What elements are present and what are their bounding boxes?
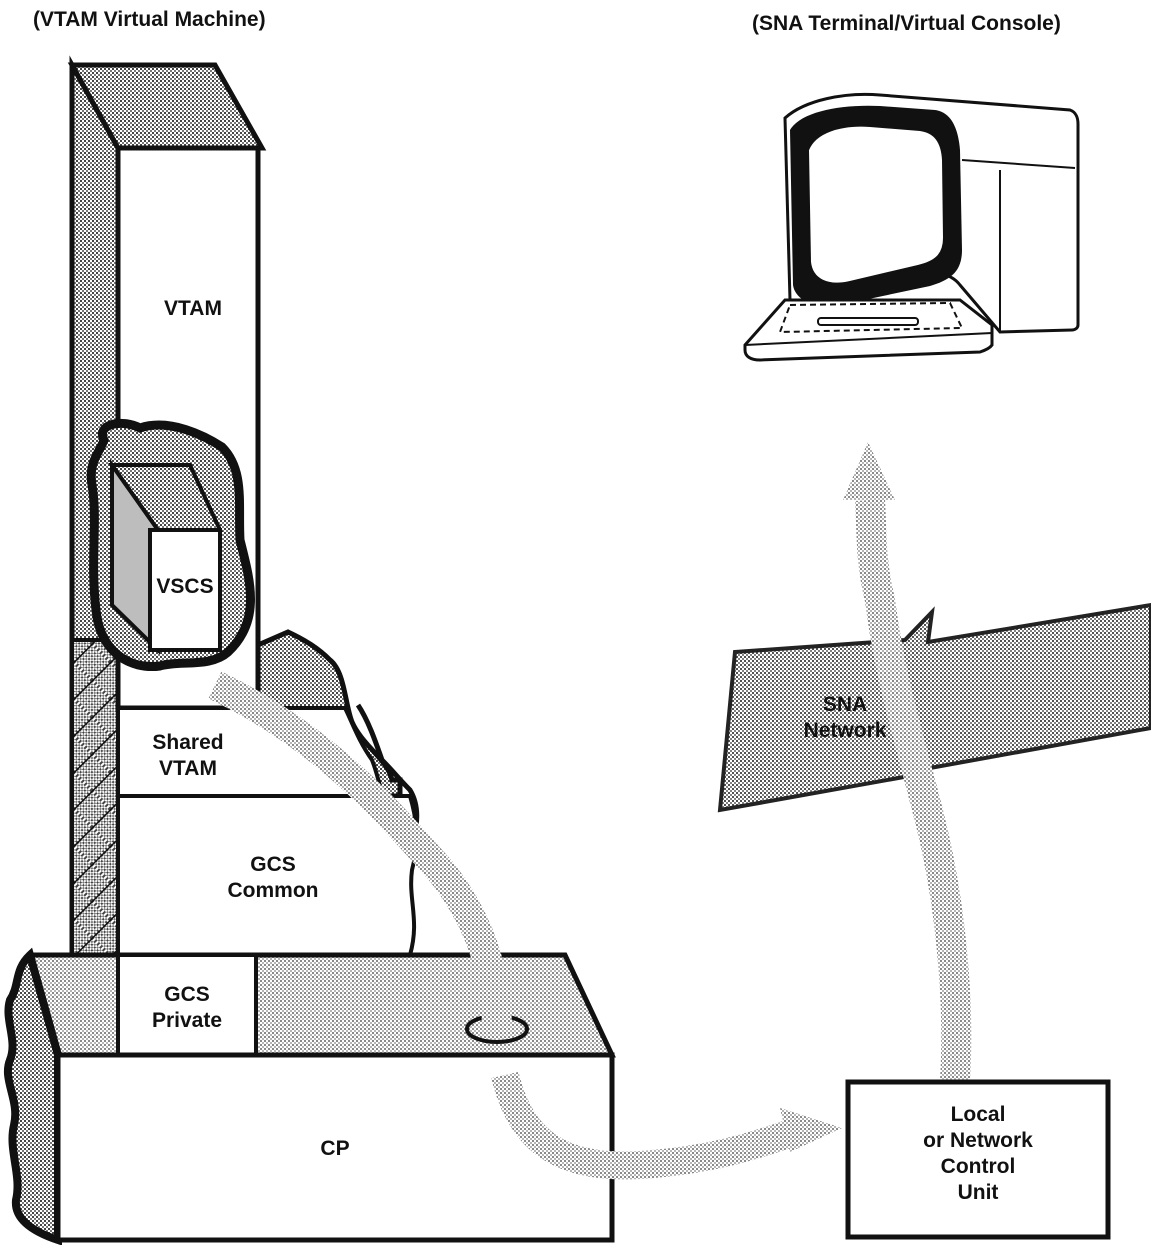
control-unit-box [845,1079,1111,1240]
flow-arrowhead-terminal [843,442,895,500]
shared-vtam-label: Shared VTAM [152,731,224,780]
gcs-private-front [116,953,258,1057]
gcs-common-tear [355,703,420,827]
vscs-box-front [148,528,222,652]
vtam-virtual-machine [3,55,616,1245]
flow-cp-to-control-unit [491,1071,805,1180]
gcs-private-label: GCS Private [151,983,223,1032]
vtam-label: VTAM [164,297,222,320]
flow-vscs-to-cp [208,671,512,1026]
keyboard-icon [743,298,994,362]
tower-top-face [67,62,267,151]
flow-arrowhead-control-unit [780,1108,842,1152]
tower-side-hatch [70,638,120,1002]
vtam-virtual-machine-title: (VTAM Virtual Machine) [33,8,266,31]
sna-network-label: SNA Network [803,693,887,742]
flow-through-network [865,598,945,824]
display-terminal-icon [783,92,1080,334]
sna-terminal-title: (SNA Terminal/Virtual Console) [752,12,1061,35]
control-unit-label: Local or Network Control Unit [923,1103,1033,1204]
cp-label: CP [320,1137,350,1160]
data-flow-path [208,442,972,1180]
sna-network-band [717,602,1151,813]
gcs-common-label: GCS Common [227,853,319,902]
gcs-common-front [116,794,419,957]
vscs-label: VSCS [156,575,214,598]
cp-side-face [3,947,62,1245]
